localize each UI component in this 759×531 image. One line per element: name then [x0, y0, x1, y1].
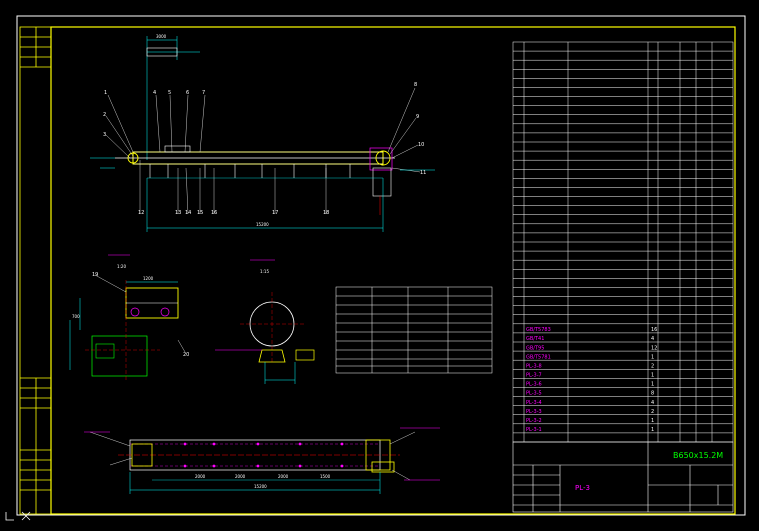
bom-part-code: PL-3-7 [526, 373, 542, 379]
plan-view: 15200 2000 2000 2000 1500 [84, 427, 440, 494]
balloon-9: 9 [416, 114, 419, 120]
outer-frame [16, 15, 746, 516]
dim-side-w: 1200 [143, 276, 154, 281]
balloon-15: 15 [197, 210, 203, 216]
bom-part-code: GB/T5781 [526, 354, 551, 360]
dim-segment-c: 2000 [278, 474, 289, 479]
title-label: PL-3 [575, 484, 590, 492]
balloon-11: 11 [420, 170, 426, 176]
bom-qty: 16 [651, 327, 657, 333]
balloon-14: 14 [185, 210, 191, 216]
balloon-19: 19 [92, 272, 98, 278]
dim-plan-total: 15200 [254, 484, 267, 489]
bom-part-code: GB/T95 [526, 345, 544, 351]
bom-part-code: PL-3-4 [526, 400, 542, 406]
balloon-16: 16 [211, 210, 217, 216]
dim-main-length: 15200 [256, 222, 269, 227]
bom-part-code: PL-3-2 [526, 418, 542, 424]
balloon-10: 10 [418, 142, 424, 148]
dim-side-h: 700 [72, 314, 80, 319]
bom-qty: 1 [651, 427, 654, 433]
balloon-7: 7 [202, 90, 205, 96]
bom-part-code: GB/T5783 [526, 327, 551, 333]
bom-part-code: PL-3-5 [526, 391, 542, 397]
dim-segment-d: 1500 [320, 474, 331, 479]
left-title-strip [19, 26, 52, 515]
ucs-icon [5, 511, 31, 521]
inner-frame [50, 26, 736, 515]
balloon-17: 17 [272, 210, 278, 216]
model-label: B650x15.2M [673, 451, 723, 460]
scale-detail: 1:20 [117, 264, 126, 269]
balloon-12: 12 [138, 210, 144, 216]
bom-qty: 1 [651, 418, 654, 424]
balloon-3: 3 [103, 132, 106, 138]
parameter-table [335, 286, 493, 374]
bom-qty: 2 [651, 409, 654, 415]
scale-section: 1:15 [260, 269, 269, 274]
bom-qty: 1 [651, 354, 654, 360]
dim-top-overall: 3000 [156, 34, 167, 39]
dim-segment-a: 2000 [195, 474, 206, 479]
balloon-4: 4 [153, 90, 156, 96]
bom-qty: 1 [651, 373, 654, 379]
bom-qty: 4 [651, 336, 654, 342]
bom-part-code: GB/T41 [526, 336, 544, 342]
balloon-20: 20 [183, 352, 189, 358]
main-elevation-view: 3000 [90, 34, 435, 232]
bom-part-code: PL-3-6 [526, 382, 542, 388]
bom-part-code: PL-3-3 [526, 409, 542, 415]
bom-table [512, 41, 734, 443]
balloon-6: 6 [186, 90, 189, 96]
bom-qty: 4 [651, 400, 654, 406]
balloon-2: 2 [103, 112, 106, 118]
bom-part-code: PL-3-1 [526, 427, 542, 433]
bom-qty: 8 [651, 391, 654, 397]
balloon-13: 13 [175, 210, 181, 216]
title-block [512, 441, 734, 513]
dim-segment-b: 2000 [235, 474, 246, 479]
bom-qty: 12 [651, 345, 657, 351]
side-view: 1:20 1200 700 19 20 [69, 254, 189, 380]
balloon-5: 5 [168, 90, 171, 96]
balloon-8: 8 [414, 82, 417, 88]
balloon-1: 1 [104, 90, 107, 96]
section-view: 1:15 [215, 259, 315, 384]
bom-qty: 1 [651, 382, 654, 388]
bom-qty: 2 [651, 363, 654, 369]
balloon-18: 18 [323, 210, 329, 216]
bom-part-code: PL-3-8 [526, 363, 542, 369]
